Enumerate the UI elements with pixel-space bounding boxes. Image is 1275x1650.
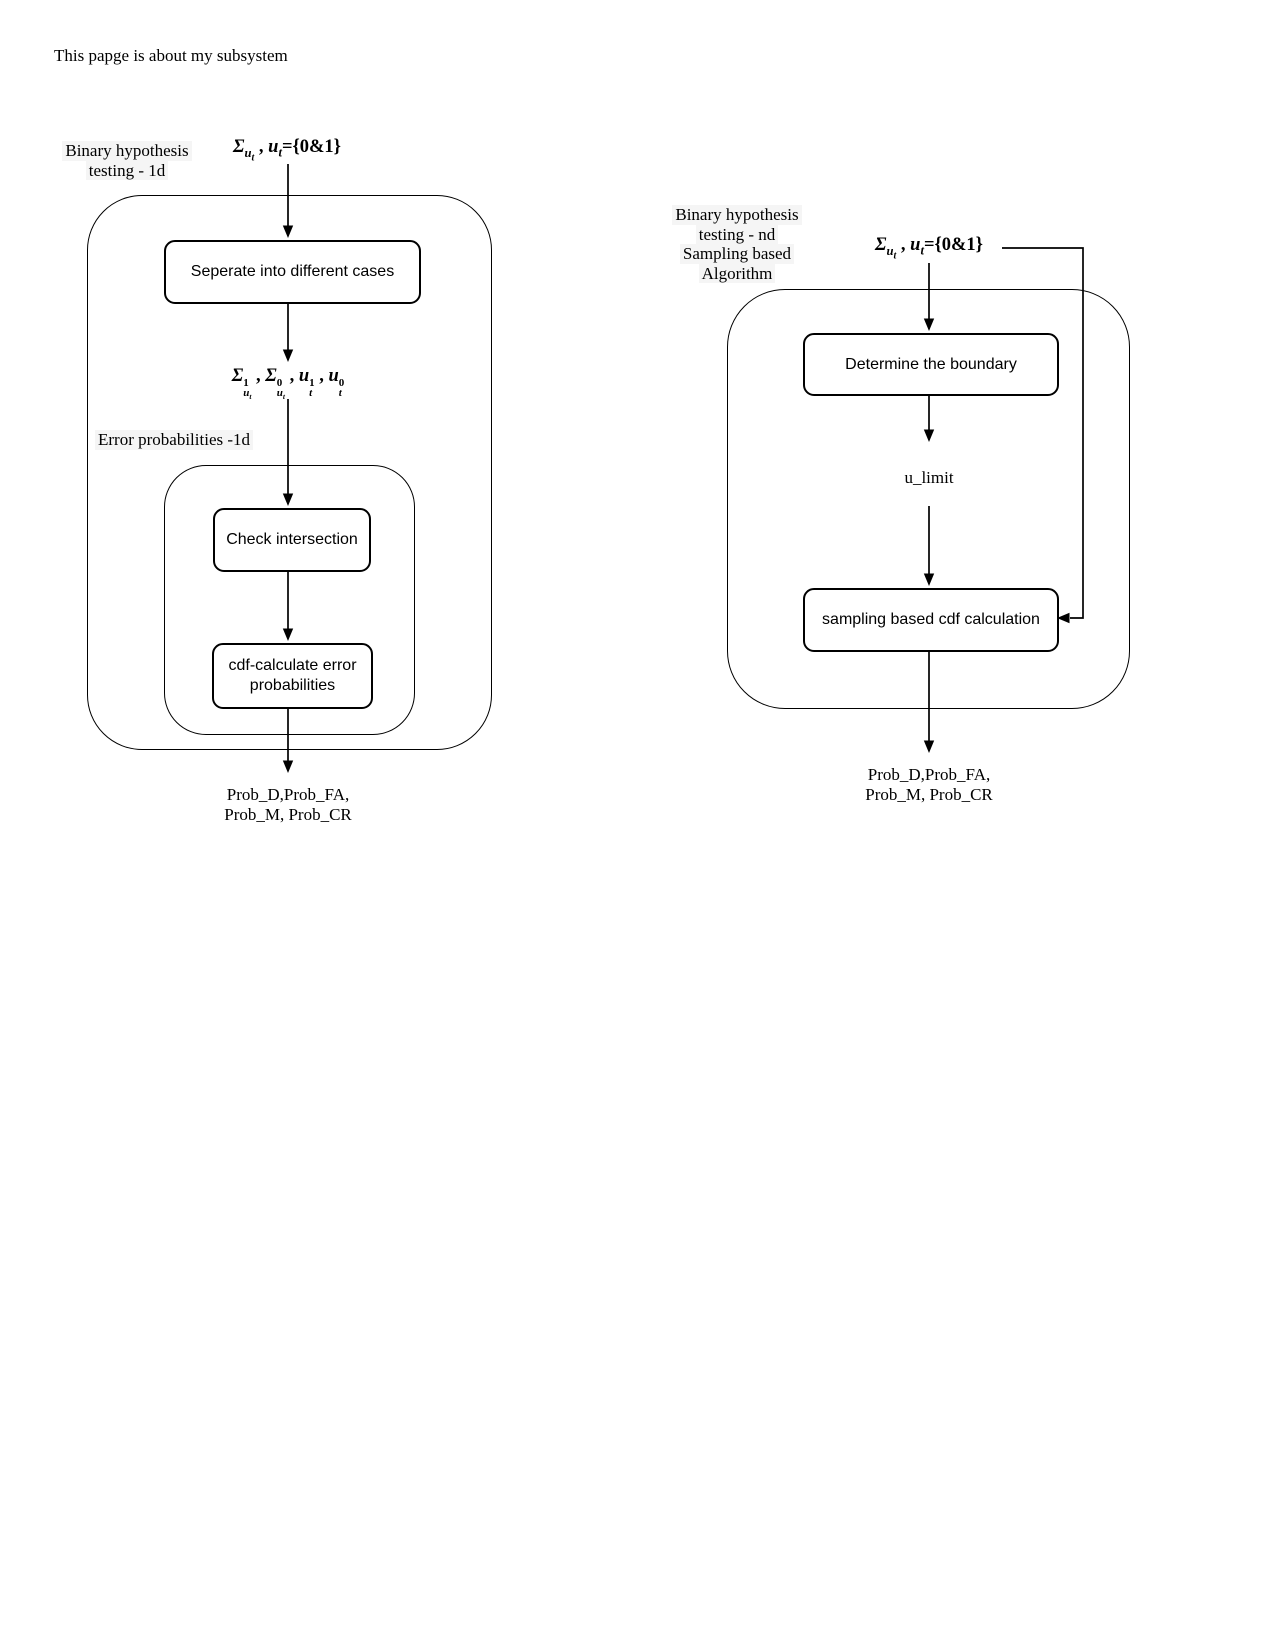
edge-ulimit-to-sampling bbox=[923, 506, 935, 586]
right-flow-title-line2: testing - nd bbox=[695, 224, 779, 244]
sampling-cdf-node: sampling based cdf calculation bbox=[803, 588, 1059, 652]
left-input-formula: Σut , ut={0&1} bbox=[233, 137, 341, 164]
left-flow-title-line2: testing - 1d bbox=[85, 160, 169, 180]
determine-boundary-node: Determine the boundary bbox=[803, 333, 1059, 396]
cdf-calculate-error-node: cdf-calculate error probabilities bbox=[212, 643, 373, 709]
right-output-line2: Prob_M, Prob_CR bbox=[865, 785, 993, 804]
left-flow-title: Binary hypothesis testing - 1d bbox=[47, 141, 207, 180]
check-intersection-node: Check intersection bbox=[213, 508, 371, 572]
left-output-line1: Prob_D,Prob_FA, bbox=[226, 785, 350, 804]
u-limit-label: u_limit bbox=[904, 468, 954, 487]
right-flow-title-line1: Binary hypothesis bbox=[672, 205, 802, 225]
edge-sampling-to-output bbox=[923, 649, 935, 753]
edge-check-to-cdf bbox=[282, 569, 294, 641]
edge-mid-formula-to-check bbox=[282, 399, 294, 506]
left-flow-outer-container bbox=[87, 195, 492, 750]
feedback-edge-input-to-sampling bbox=[1002, 247, 1084, 624]
left-output-label: Prob_D,Prob_FA, Prob_M, Prob_CR bbox=[188, 785, 388, 825]
edge-boundary-to-ulimit bbox=[923, 393, 935, 442]
error-probabilities-label: Error probabilities -1d bbox=[95, 430, 254, 450]
right-output-line1: Prob_D,Prob_FA, bbox=[867, 765, 991, 784]
edge-left-input-to-separate bbox=[282, 164, 294, 238]
right-flow-title-line3: Sampling based bbox=[679, 244, 795, 264]
page-title: This papge is about my subsystem bbox=[54, 46, 288, 65]
left-flow-error-probabilities-container bbox=[164, 465, 415, 735]
edge-separate-to-mid-formula bbox=[282, 301, 294, 362]
edge-right-input-to-boundary bbox=[923, 263, 935, 331]
left-output-line2: Prob_M, Prob_CR bbox=[224, 805, 352, 824]
right-flow-title: Binary hypothesis testing - nd Sampling … bbox=[652, 205, 822, 283]
right-input-formula: Σut , ut={0&1} bbox=[875, 235, 983, 262]
left-flow-title-line1: Binary hypothesis bbox=[62, 141, 192, 161]
separate-cases-node: Seperate into different cases bbox=[164, 240, 421, 304]
right-flow-title-line4: Algorithm bbox=[698, 263, 776, 283]
right-output-label: Prob_D,Prob_FA, Prob_M, Prob_CR bbox=[829, 765, 1029, 805]
edge-cdf-to-output bbox=[282, 706, 294, 773]
